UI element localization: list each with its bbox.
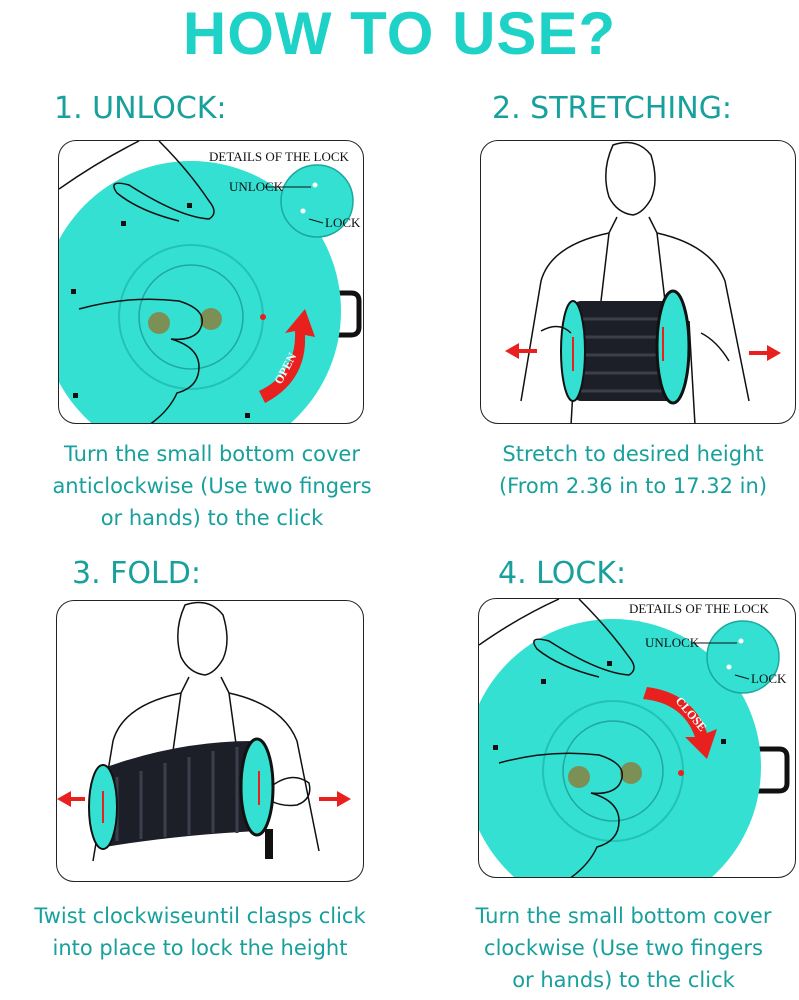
lock-label: LOCK xyxy=(325,215,361,230)
fold-illustration xyxy=(57,601,351,862)
person-body-outline xyxy=(520,216,618,402)
fold-right-arrow xyxy=(319,791,351,807)
unlock-label: UNLOCK xyxy=(645,635,700,650)
stool-handle xyxy=(735,746,790,794)
step-3-heading: 3. FOLD: xyxy=(72,556,201,591)
unlock-illustration: OPEN DETAILS OF THE LOCK UNLOCK LOCK xyxy=(59,141,362,423)
step-4-illustration-panel: CLOSE DETAILS OF THE LOCK UNLOCK LOCK xyxy=(478,598,796,878)
step-3-caption: Twist clockwiseuntil clasps click into p… xyxy=(34,904,366,960)
lock-button-left xyxy=(568,766,590,788)
lock-detail-magnifier xyxy=(706,620,780,694)
lock-detail-magnifier xyxy=(280,164,354,238)
lock-button-right xyxy=(200,308,222,330)
step-3-illustration-panel xyxy=(56,600,364,882)
open-direction-arrow xyxy=(259,309,315,403)
lock-label: LOCK xyxy=(751,671,787,686)
page-title: HOW TO USE? xyxy=(182,0,617,67)
step-1-heading: 1. UNLOCK: xyxy=(54,91,227,126)
fold-left-arrow xyxy=(57,791,85,807)
step-2-heading: 2. STRETCHING: xyxy=(492,91,733,126)
stool-bottom-disc xyxy=(479,619,761,877)
step-2-caption: Stretch to desired height (From 2.36 in … xyxy=(498,442,768,498)
lock-illustration: CLOSE DETAILS OF THE LOCK UNLOCK LOCK xyxy=(479,599,790,877)
stool-bottom-disc xyxy=(59,161,341,423)
person-body-outline xyxy=(92,676,190,862)
stretching-illustration xyxy=(505,141,781,423)
step-2-illustration-panel xyxy=(480,140,796,424)
person-head xyxy=(177,601,228,676)
close-direction-arrow xyxy=(643,687,717,759)
step-4-heading: 4. LOCK: xyxy=(498,556,627,591)
person-head xyxy=(605,141,656,216)
hand-outline xyxy=(59,141,140,190)
stretch-right-arrow xyxy=(749,345,781,361)
stool-folded-body xyxy=(101,741,257,847)
lock-button-left xyxy=(148,312,170,334)
stool-bottom-cover xyxy=(239,737,275,837)
stool-extended-body xyxy=(573,301,681,401)
stool-handle xyxy=(309,290,362,338)
stool-bottom-cover xyxy=(655,289,691,405)
step-1-caption: Turn the small bottom cover anticlockwis… xyxy=(52,442,372,530)
stretch-left-arrow xyxy=(505,343,537,359)
stool-strap xyxy=(265,829,273,859)
step-4-caption: Turn the small bottom cover clockwise (U… xyxy=(475,904,772,992)
hand-outline xyxy=(479,599,560,646)
step-1-illustration-panel: OPEN DETAILS OF THE LOCK UNLOCK LOCK xyxy=(58,140,364,424)
lock-details-title: DETAILS OF THE LOCK xyxy=(629,601,770,616)
lock-button-right xyxy=(620,762,642,784)
lock-details-title: DETAILS OF THE LOCK xyxy=(209,149,350,164)
unlock-label: UNLOCK xyxy=(229,179,284,194)
